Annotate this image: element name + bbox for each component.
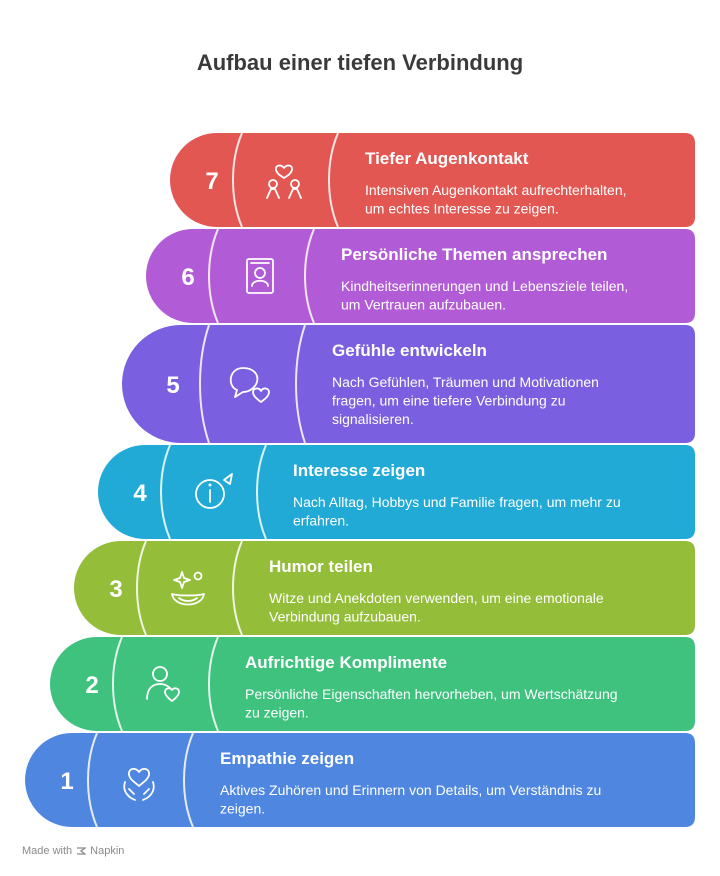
smile-sparkle-icon bbox=[171, 571, 205, 606]
icon-cell-left-edge bbox=[160, 444, 171, 540]
person-heart-icon bbox=[146, 666, 180, 702]
step-6: 6 Persönliche Themen ansprechenKindheitse… bbox=[146, 228, 695, 324]
made-with-label: Made with bbox=[22, 845, 73, 857]
step-description-line: zu zeigen. bbox=[245, 705, 309, 721]
step-band bbox=[170, 133, 695, 227]
icon-cell-right-edge bbox=[208, 636, 219, 732]
profile-book-icon bbox=[246, 258, 274, 294]
step-band bbox=[146, 229, 695, 323]
diagram-title: Aufbau einer tiefen Verbindung bbox=[196, 50, 524, 75]
icon-cell-right-edge bbox=[304, 228, 315, 324]
step-band bbox=[25, 733, 695, 827]
icon-cell-right-edge bbox=[328, 132, 339, 228]
step-description-line: Witze und Anekdoten verwenden, um eine e… bbox=[269, 590, 604, 606]
icon-cell-right-edge bbox=[232, 540, 243, 636]
step-description-line: zeigen. bbox=[220, 801, 265, 817]
step-description-line: Kindheitserinnerungen und Lebensziele te… bbox=[341, 278, 628, 294]
step-description-line: Aktives Zuhören und Erinnern von Details… bbox=[220, 782, 601, 798]
heart-hands-icon bbox=[123, 768, 155, 801]
step-title: Aufrichtige Komplimente bbox=[245, 653, 447, 672]
step-title: Interesse zeigen bbox=[293, 461, 425, 480]
couple-heart-icon bbox=[266, 164, 302, 199]
brand-label: Napkin bbox=[90, 845, 125, 857]
step-band bbox=[122, 325, 695, 443]
step-number: 5 bbox=[166, 372, 179, 399]
icon-cell-right-edge bbox=[256, 444, 267, 540]
step-band bbox=[98, 445, 695, 539]
icon-cell-left-edge bbox=[208, 228, 219, 324]
step-description-line: Nach Gefühlen, Träumen und Motivationen bbox=[332, 374, 599, 390]
step-number: 1 bbox=[60, 768, 73, 795]
step-description-line: fragen, um eine tiefere Verbindung zu bbox=[332, 393, 566, 409]
step-number: 7 bbox=[205, 168, 218, 195]
chat-heart-icon bbox=[229, 367, 270, 403]
icon-cell-right-edge bbox=[295, 324, 306, 444]
step-description-line: um Vertrauen aufzubauen. bbox=[341, 297, 506, 313]
step-description-line: Intensiven Augenkontakt aufrechterhalten… bbox=[365, 182, 627, 198]
napkin-logo-icon bbox=[77, 847, 87, 855]
step-number: 6 bbox=[181, 264, 194, 291]
step-title: Humor teilen bbox=[269, 557, 373, 576]
step-number: 2 bbox=[85, 672, 98, 699]
icon-cell-left-edge bbox=[112, 636, 123, 732]
step-description-line: Nach Alltag, Hobbys und Familie fragen, … bbox=[293, 494, 621, 510]
icon-cell-left-edge bbox=[87, 732, 98, 828]
step-band bbox=[74, 541, 695, 635]
step-number: 3 bbox=[109, 576, 122, 603]
icon-cell-left-edge bbox=[136, 540, 147, 636]
step-description-line: Persönliche Eigenschaften hervorheben, u… bbox=[245, 686, 618, 702]
step-description-line: um echtes Interesse zu zeigen. bbox=[365, 201, 559, 217]
step-title: Gefühle entwickeln bbox=[332, 341, 487, 360]
footer-credit: Made with Napkin bbox=[22, 845, 124, 857]
step-description-line: erfahren. bbox=[293, 513, 349, 529]
info-icon bbox=[195, 473, 233, 509]
step-title: Tiefer Augenkontakt bbox=[365, 149, 529, 168]
step-title: Persönliche Themen ansprechen bbox=[341, 245, 607, 264]
icon-cell-left-edge bbox=[232, 132, 243, 228]
icon-cell-right-edge bbox=[183, 732, 194, 828]
step-description-line: signalisieren. bbox=[332, 411, 414, 427]
step-title: Empathie zeigen bbox=[220, 749, 354, 768]
step-band bbox=[50, 637, 695, 731]
step-description-line: Verbindung aufzubauen. bbox=[269, 609, 421, 625]
icon-cell-left-edge bbox=[199, 324, 210, 444]
step-number: 4 bbox=[133, 480, 147, 507]
